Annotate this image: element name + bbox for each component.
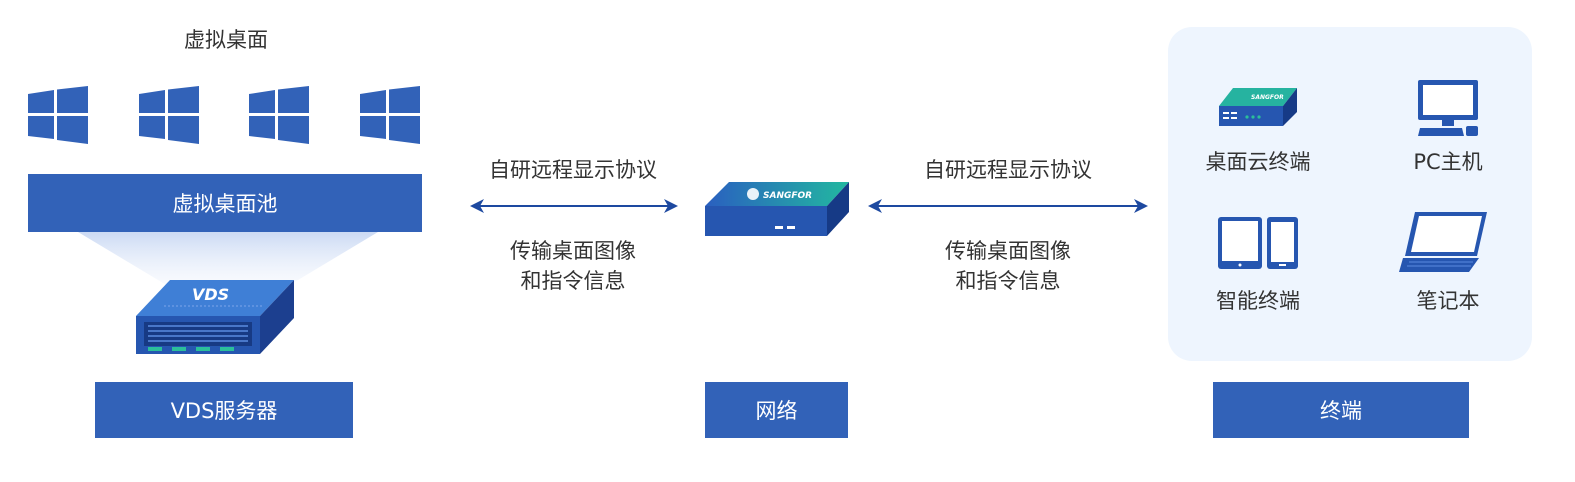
bidirectional-arrow-2: [868, 199, 1148, 213]
network-bar: 网络: [705, 382, 848, 438]
pc-monitor-icon: [1418, 80, 1478, 136]
terminal-label-smart: 智能终端: [1216, 289, 1300, 313]
network-device-icon: SANGFOR: [705, 182, 849, 236]
vds-server-icon: VDS: [136, 280, 294, 354]
virtual-desktop-pool-bar: 虚拟桌面池: [28, 174, 422, 232]
terminal-label-pc: PC主机: [1413, 150, 1483, 174]
virtual-desktop-label: 虚拟桌面: [184, 28, 268, 52]
windows-icon: [360, 86, 420, 144]
sangfor-logo-text: SANGFOR: [763, 191, 812, 201]
windows-icon: [249, 86, 309, 144]
terminal-label-laptop: 笔记本: [1416, 289, 1480, 313]
link-desc-2-line2: 和指令信息: [955, 269, 1061, 293]
thin-client-icon: SANGFOR: [1219, 88, 1297, 126]
bidirectional-arrow-1: [470, 199, 678, 213]
link-desc-1-line1: 传输桌面图像: [510, 239, 636, 263]
laptop-icon: [1399, 212, 1487, 272]
tablet-phone-icon: [1218, 217, 1298, 269]
terminal-bar: 终端: [1213, 382, 1469, 438]
link-desc-1-line2: 和指令信息: [520, 269, 626, 293]
windows-icon: [28, 86, 88, 144]
link-desc-2-line1: 传输桌面图像: [945, 239, 1071, 263]
thin-client-logo-text: SANGFOR: [1251, 94, 1284, 101]
projection-beam: [78, 232, 378, 292]
protocol-label-1: 自研远程显示协议: [489, 158, 657, 182]
windows-icon: [139, 86, 199, 144]
protocol-label-2: 自研远程显示协议: [924, 158, 1092, 182]
vds-logo-text: VDS: [192, 285, 229, 304]
vds-server-bar: VDS服务器: [95, 382, 353, 438]
terminal-label-thin-client: 桌面云终端: [1205, 150, 1311, 174]
